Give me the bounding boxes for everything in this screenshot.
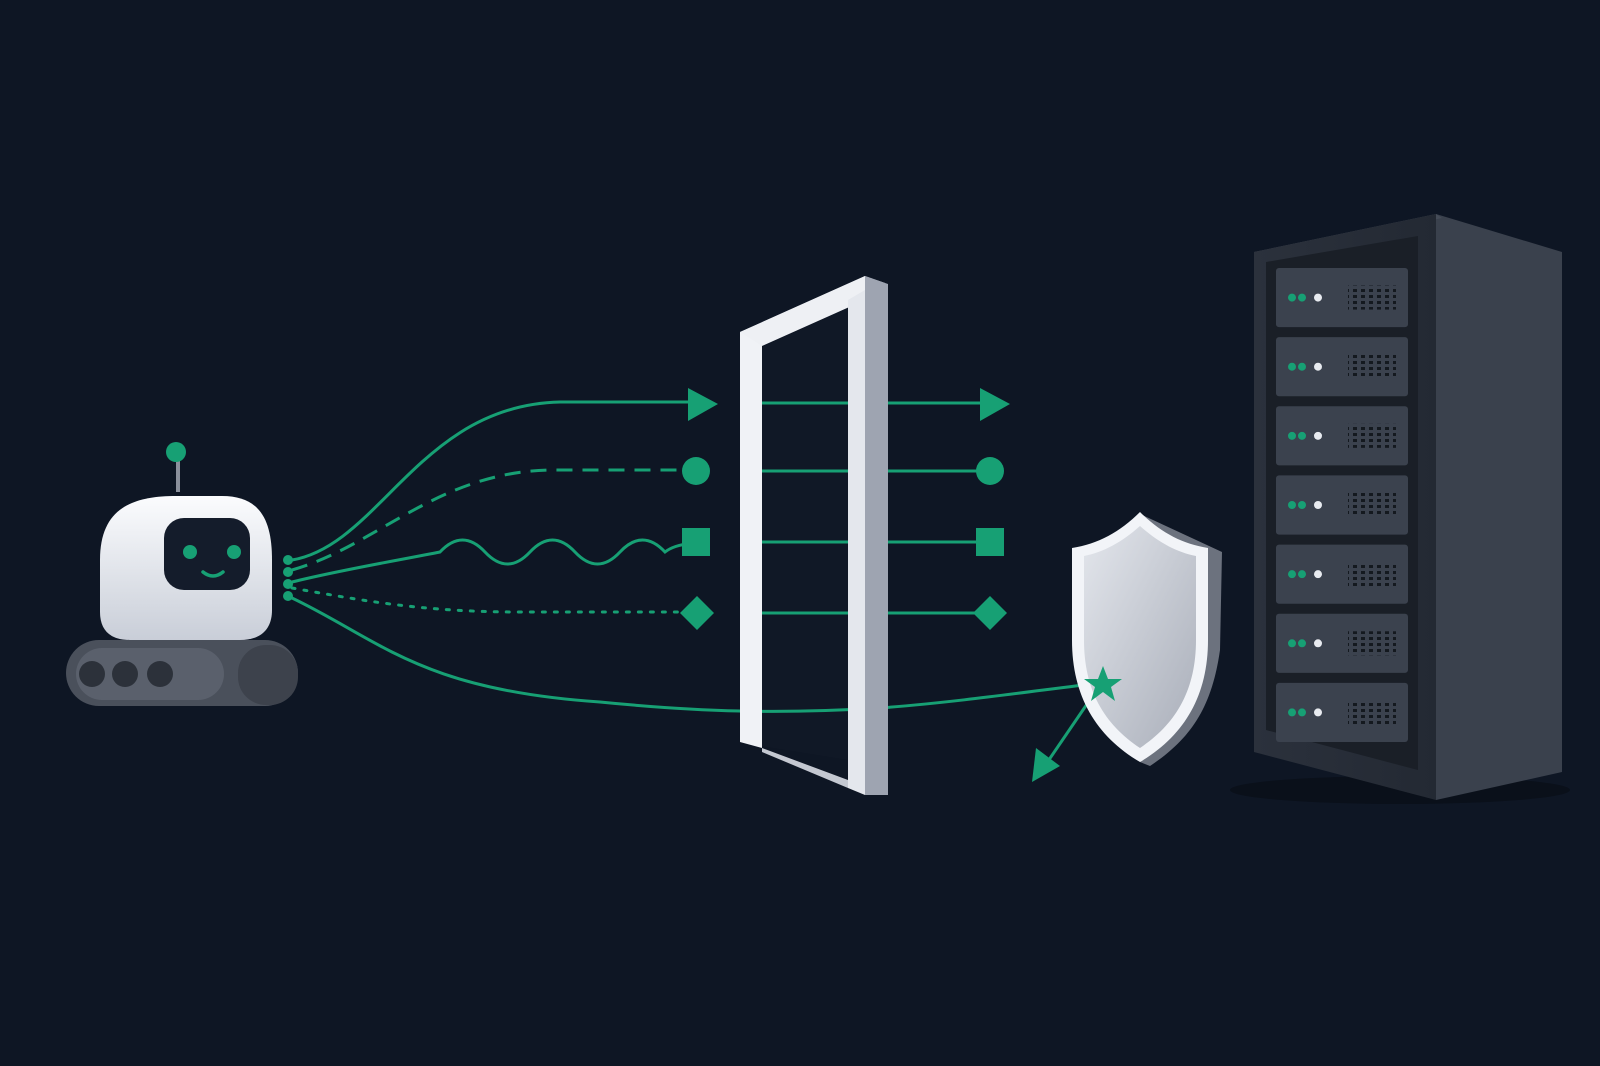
markers-after-gate <box>973 388 1010 630</box>
gate-frame-icon <box>755 308 848 760</box>
robot-face-screen <box>164 518 250 590</box>
star-impact-icon <box>1084 666 1122 701</box>
server-units <box>1276 268 1408 742</box>
vent-grille <box>1348 562 1396 587</box>
status-led <box>1298 362 1306 371</box>
server-unit <box>1276 613 1408 673</box>
server-unit-panel <box>1276 613 1408 673</box>
status-led <box>1314 639 1322 648</box>
emitter-node <box>283 591 293 601</box>
gate-right-post <box>848 290 865 795</box>
status-led <box>1288 639 1296 648</box>
server-side <box>1436 214 1562 800</box>
gate-front <box>740 276 888 795</box>
status-led <box>1288 431 1296 440</box>
vent-grille <box>1348 631 1396 656</box>
server-unit <box>1276 268 1408 328</box>
status-led <box>1314 708 1322 717</box>
robot-wheel <box>147 661 173 687</box>
solid-path <box>291 400 690 562</box>
robot-eye <box>183 545 197 559</box>
status-led <box>1314 431 1322 440</box>
status-led <box>1298 293 1306 302</box>
circle-marker-icon <box>682 457 710 485</box>
robot-eye <box>227 545 241 559</box>
status-led <box>1314 501 1322 509</box>
status-led <box>1288 293 1296 302</box>
server-unit-panel <box>1276 475 1408 535</box>
server-unit <box>1276 337 1408 397</box>
status-led <box>1298 570 1306 579</box>
deflected-arrow-head-icon <box>1032 748 1060 782</box>
server-unit-panel <box>1276 682 1408 742</box>
status-led <box>1314 362 1322 371</box>
status-led <box>1288 362 1296 371</box>
deflected-path <box>291 596 1101 713</box>
vent-grille <box>1348 493 1396 517</box>
wavy-path <box>291 538 691 584</box>
square-marker-icon <box>976 528 1004 556</box>
server-unit <box>1276 544 1408 604</box>
gate-top-beam <box>740 276 865 346</box>
markers-before-gate <box>680 388 718 630</box>
status-led <box>1298 501 1306 509</box>
status-led <box>1314 570 1322 579</box>
status-led <box>1298 639 1306 648</box>
arrow-head-icon <box>688 388 718 421</box>
circle-marker-icon <box>976 457 1004 485</box>
vent-grille <box>1348 285 1396 310</box>
diamond-marker-icon <box>973 596 1007 630</box>
robot-wheel <box>112 661 138 687</box>
robot-smile <box>201 570 225 578</box>
status-led <box>1288 570 1296 579</box>
vent-grille <box>1348 700 1396 725</box>
dashed-path <box>291 468 690 572</box>
status-led <box>1314 293 1322 302</box>
server-unit <box>1276 475 1408 535</box>
vent-grille <box>1348 354 1396 379</box>
robot-icon <box>66 442 298 706</box>
server-unit-panel <box>1276 406 1408 466</box>
gate-left-post <box>740 332 762 748</box>
square-marker-icon <box>682 528 710 556</box>
server-unit <box>1276 682 1408 742</box>
server-unit-panel <box>1276 268 1408 328</box>
server-unit-panel <box>1276 544 1408 604</box>
server-unit-panel <box>1276 337 1408 397</box>
robot-antenna-tip <box>166 442 186 462</box>
dotted-path <box>290 586 692 614</box>
status-led <box>1288 501 1296 509</box>
robot-wheel <box>79 661 105 687</box>
status-led <box>1298 708 1306 717</box>
arrow-head-icon <box>980 388 1010 421</box>
vent-grille <box>1348 423 1396 448</box>
server-unit <box>1276 406 1408 466</box>
status-led <box>1298 431 1306 440</box>
emitter-node <box>283 579 293 589</box>
diamond-marker-icon <box>680 596 714 630</box>
emitter-node <box>283 567 293 577</box>
status-led <box>1288 708 1296 717</box>
emitter-node <box>283 555 293 565</box>
